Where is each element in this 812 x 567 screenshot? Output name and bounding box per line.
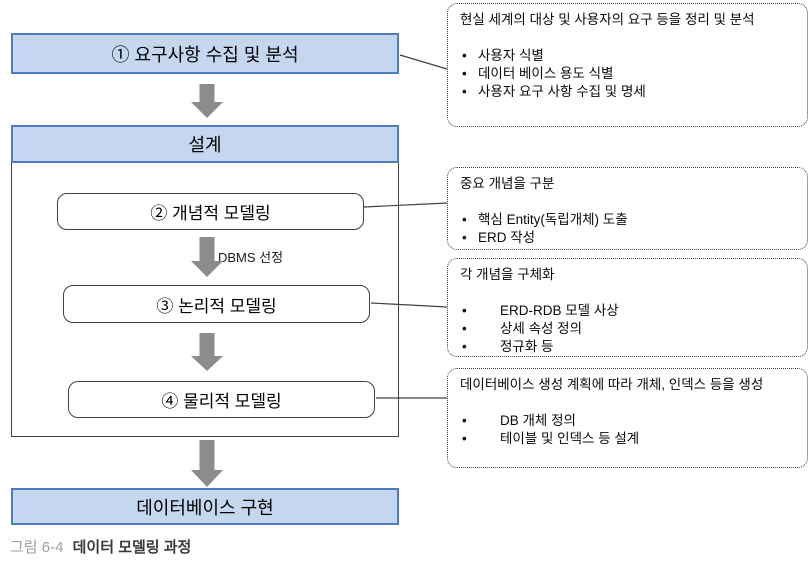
callout-title: 데이터베이스 생성 계획에 따라 개체, 인덱스 등을 생성: [460, 377, 764, 392]
bullet-marker: •: [462, 431, 467, 446]
bullet-item: • 핵심 Entity(독립개체) 도출: [462, 212, 628, 227]
bullet-item: • ERD 작성: [462, 230, 536, 245]
bullet-item: • 데이터 베이스 용도 식별: [462, 66, 614, 81]
bullet-item: • 정규화 등: [462, 339, 554, 354]
bullet-marker: •: [462, 48, 467, 63]
bullet-item: • 사용자 요구 사항 수집 및 명세: [462, 84, 646, 99]
bullet-marker: •: [462, 212, 467, 227]
flow-box-implementation-label: 데이터베이스 구현: [136, 497, 274, 518]
connector-line: [399, 54, 448, 70]
callout-title: 현실 세계의 대상 및 사용자의 요구 등을 정리 및 분석: [460, 12, 755, 27]
flow-box-database-implementation: 데이터베이스 구현: [11, 488, 399, 525]
bullet-item: • 사용자 식별: [462, 48, 544, 63]
bullet-item: • ERD-RDB 모델 사상: [462, 303, 619, 318]
flow-box-physical-label: ④ 물리적 모델링: [161, 392, 282, 411]
callout-title: 각 개념을 구체화: [460, 267, 555, 282]
bullet-marker: •: [462, 413, 467, 428]
figure-title: 데이터 모델링 과정: [72, 539, 192, 556]
figure-number: 그림 6-4: [10, 539, 64, 556]
bullet-marker: •: [462, 303, 467, 318]
flow-box-design-header: 설계: [11, 125, 399, 163]
bullet-item: • DB 개체 정의: [462, 413, 576, 428]
callout-requirements-detail: 현실 세계의 대상 및 사용자의 요구 등을 정리 및 분석 • 사용자 식별 …: [447, 3, 808, 127]
bullet-marker: •: [462, 321, 467, 336]
bullet-marker: •: [462, 339, 467, 354]
flow-box-requirements: ① 요구사항 수집 및 분석: [11, 33, 399, 74]
flow-box-conceptual-label: ② 개념적 모델링: [150, 204, 271, 223]
bullet-item: • 테이블 및 인덱스 등 설계: [462, 431, 640, 446]
bullet-marker: •: [462, 66, 467, 81]
flow-box-conceptual-modeling: ② 개념적 모델링: [57, 193, 364, 230]
flow-box-requirements-label: ① 요구사항 수집 및 분석: [111, 44, 299, 65]
flow-box-design-label: 설계: [188, 135, 222, 155]
callout-conceptual-detail: 중요 개념을 구분 • 핵심 Entity(독립개체) 도출 • ERD 작성: [447, 167, 808, 250]
bullet-marker: •: [462, 230, 467, 245]
dbms-selection-label: DBMS 선정: [218, 250, 284, 265]
flow-box-logical-label: ③ 논리적 모델링: [156, 296, 277, 316]
bullet-marker: •: [462, 84, 467, 99]
flow-box-physical-modeling: ④ 물리적 모델링: [68, 381, 375, 418]
down-arrow-icon: [191, 84, 223, 118]
bullet-item: • 상세 속성 정의: [462, 321, 583, 336]
figure-caption: 그림 6-4 데이터 모델링 과정: [10, 536, 191, 557]
callout-physical-detail: 데이터베이스 생성 계획에 따라 개체, 인덱스 등을 생성 • DB 개체 정…: [447, 368, 808, 468]
callout-logical-detail: 각 개념을 구체화 • ERD-RDB 모델 사상 • 상세 속성 정의 • 정…: [447, 258, 808, 357]
flow-box-logical-modeling: ③ 논리적 모델링: [63, 285, 370, 323]
down-arrow-icon: [191, 440, 223, 487]
callout-title: 중요 개념을 구분: [460, 176, 555, 191]
